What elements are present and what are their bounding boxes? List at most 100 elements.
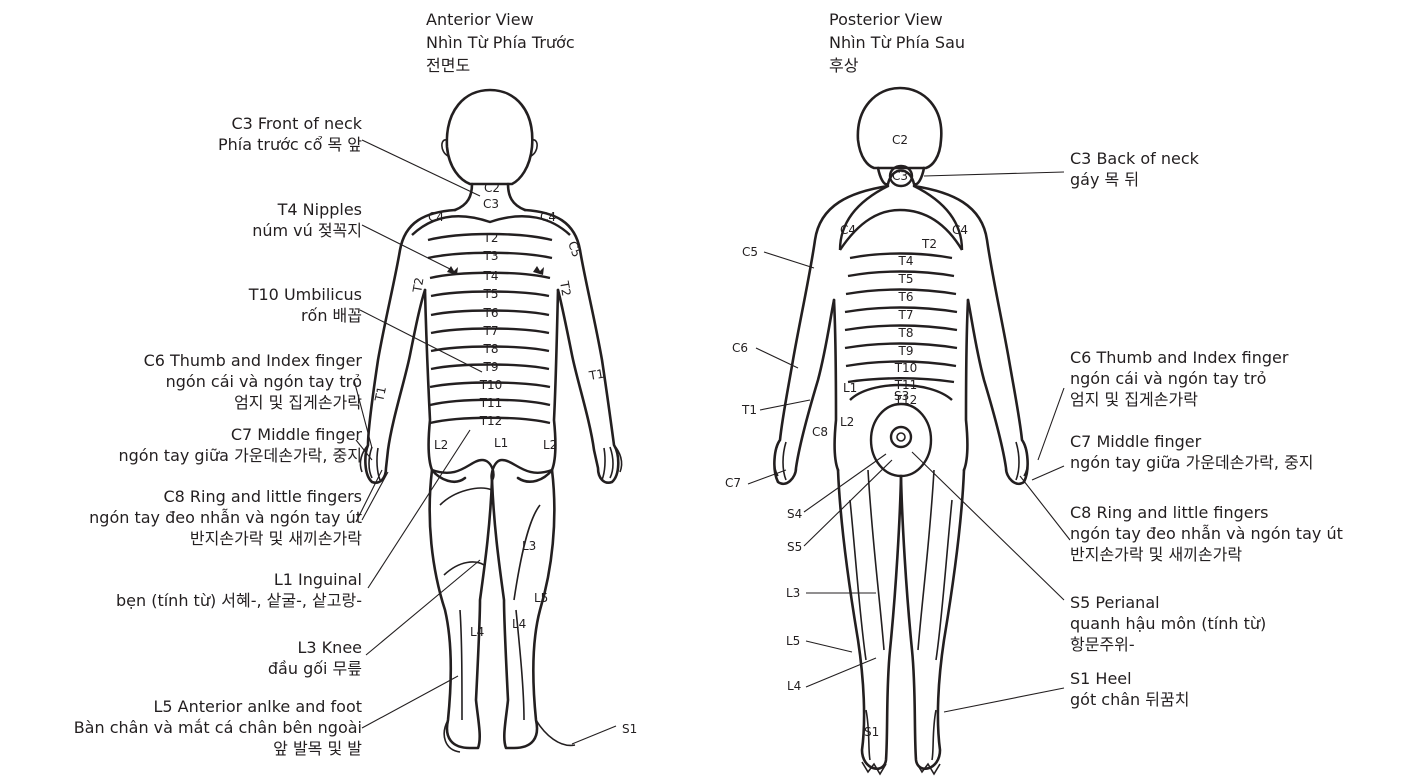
side-t1: T1 bbox=[741, 403, 757, 417]
seg-t1-right: T1 bbox=[587, 367, 605, 384]
l5-ankle-foot-line: Bàn chân và mắt cá chân bên ngoài bbox=[74, 718, 362, 737]
c7-middle-finger-line: C7 Middle finger bbox=[1070, 432, 1202, 451]
posterior-side-labels: C5 C6 T1 C7 S4 S5 L3 L5 L4 bbox=[725, 245, 802, 693]
band-label: T11 bbox=[894, 378, 918, 392]
seg-l4-left: L4 bbox=[470, 625, 484, 639]
c3-back-neck-line: C3 Back of neck bbox=[1070, 149, 1200, 168]
band-label: T4 bbox=[898, 254, 914, 268]
c3-back-neck-line: gáy 목 뒤 bbox=[1070, 170, 1139, 189]
s5-perianal-line: quanh hậu môn (tính từ) bbox=[1070, 614, 1266, 633]
c6-thumb-index-line: 엄지 및 집게손가락 bbox=[1070, 390, 1198, 409]
s1-heel-line: gót chân 뒤꿈치 bbox=[1070, 690, 1189, 709]
c8-ring-little-line: 반지손가락 및 새끼손가락 bbox=[1070, 545, 1242, 564]
c3-front-neck-line: Phía trước cổ 목 앞 bbox=[218, 135, 362, 154]
band-label: T12 bbox=[894, 393, 918, 407]
anterior-title: Anterior View Nhìn Từ Phía Trước 전면도 bbox=[426, 10, 575, 75]
s5-perianal-line: S5 Perianal bbox=[1070, 593, 1160, 612]
band-label: T9 bbox=[483, 360, 499, 374]
seg-s1: S1 bbox=[622, 722, 637, 736]
band-label: T12 bbox=[479, 414, 503, 428]
c6-thumb-index-line: ngón cái và ngón tay trỏ bbox=[1070, 369, 1266, 388]
c7-middle-finger-line: ngón tay giữa 가운데손가락, 중지 bbox=[118, 446, 362, 465]
s5-perianal-line: 항문주위- bbox=[1070, 635, 1135, 654]
seg-c4-left: C4 bbox=[428, 210, 444, 224]
seg-t1-left: T1 bbox=[372, 385, 389, 404]
seg-c3: C3 bbox=[483, 197, 499, 211]
seg-t2-left: T2 bbox=[410, 276, 427, 294]
posterior-title-en: Posterior View bbox=[829, 10, 943, 29]
side-c5: C5 bbox=[742, 245, 758, 259]
c8-ring-little-line: ngón tay đeo nhẫn và ngón tay út bbox=[89, 508, 362, 527]
l3-knee-line: đầu gối 무릎 bbox=[268, 659, 362, 678]
band-label: T8 bbox=[483, 342, 499, 356]
anterior-title-ko: 전면도 bbox=[426, 56, 470, 75]
posterior-title: Posterior View Nhìn Từ Phía Sau 후상 bbox=[829, 10, 965, 75]
t4-nipples-line: núm vú 젖꼭지 bbox=[252, 221, 362, 240]
side-c7: C7 bbox=[725, 476, 741, 490]
seg-l1: L1 bbox=[843, 381, 857, 395]
c8-ring-little-line: C8 Ring and little fingers bbox=[163, 487, 362, 506]
c8-ring-little-line: ngón tay đeo nhẫn và ngón tay út bbox=[1070, 524, 1343, 543]
band-label: T7 bbox=[483, 324, 499, 338]
side-l3: L3 bbox=[786, 586, 800, 600]
band-label: T5 bbox=[483, 287, 499, 301]
side-s5: S5 bbox=[787, 540, 802, 554]
seg-c4-left: C4 bbox=[840, 223, 856, 237]
band-label: T2 bbox=[483, 231, 499, 245]
seg-s1: S1 bbox=[864, 725, 879, 739]
seg-c8: C8 bbox=[812, 425, 828, 439]
l5-ankle-foot-line: 앞 발목 및 발 bbox=[273, 739, 362, 758]
s1-heel-line: S1 Heel bbox=[1070, 669, 1132, 688]
side-l5: L5 bbox=[786, 634, 800, 648]
seg-l4-right: L4 bbox=[512, 617, 526, 631]
seg-c4-right: C4 bbox=[952, 223, 968, 237]
band-label: T5 bbox=[898, 272, 914, 286]
band-label: T6 bbox=[483, 306, 499, 320]
seg-l5: L5 bbox=[534, 591, 548, 605]
side-c6: C6 bbox=[732, 341, 748, 355]
seg-c4-right: C4 bbox=[540, 210, 556, 224]
t10-umbilicus-line: rốn 배꼽 bbox=[301, 306, 362, 325]
band-label: T8 bbox=[898, 326, 914, 340]
posterior-title-vi: Nhìn Từ Phía Sau bbox=[829, 33, 965, 52]
seg-l3: L3 bbox=[522, 539, 536, 553]
anterior-title-vi: Nhìn Từ Phía Trước bbox=[426, 33, 575, 52]
t4-nipples-line: T4 Nipples bbox=[277, 200, 362, 219]
seg-l2-left: L2 bbox=[434, 438, 448, 452]
seg-l2: L2 bbox=[840, 415, 854, 429]
band-label: T11 bbox=[479, 396, 503, 410]
side-l4: L4 bbox=[787, 679, 801, 693]
c8-ring-little-line: C8 Ring and little fingers bbox=[1070, 503, 1269, 522]
band-label: T3 bbox=[483, 249, 499, 263]
anterior-title-en: Anterior View bbox=[426, 10, 534, 29]
c6-thumb-index-line: C6 Thumb and Index finger bbox=[144, 351, 363, 370]
seg-c2: C2 bbox=[892, 133, 908, 147]
band-label: T10 bbox=[479, 378, 503, 392]
l3-knee-line: L3 Knee bbox=[298, 638, 363, 657]
c6-thumb-index-line: C6 Thumb and Index finger bbox=[1070, 348, 1289, 367]
band-label: T10 bbox=[894, 361, 918, 375]
c8-ring-little-line: 반지손가락 및 새끼손가락 bbox=[190, 529, 362, 548]
seg-t2-right: T2 bbox=[557, 279, 574, 297]
l1-inguinal-line: bẹn (tính từ) 서혜-, 샅굴-, 샅고랑- bbox=[116, 591, 362, 610]
band-label: T9 bbox=[898, 344, 914, 358]
anterior-labels: C3 Front of neckPhía trước cổ 목 앞 T4 Nipp… bbox=[74, 114, 363, 758]
band-label: T7 bbox=[898, 308, 914, 322]
l1-inguinal-line: L1 Inguinal bbox=[274, 570, 362, 589]
c6-thumb-index-line: ngón cái và ngón tay trỏ bbox=[166, 372, 362, 391]
seg-l1: L1 bbox=[494, 436, 508, 450]
c7-middle-finger-line: C7 Middle finger bbox=[231, 425, 363, 444]
seg-c3: C3 bbox=[892, 169, 908, 183]
c3-front-neck-line: C3 Front of neck bbox=[231, 114, 362, 133]
band-label: T6 bbox=[898, 290, 914, 304]
posterior-labels: C3 Back of neck gáy 목 뒤 C6 Thumb and Index… bbox=[1070, 149, 1343, 709]
seg-l2-right: L2 bbox=[543, 438, 557, 452]
side-s4: S4 bbox=[787, 507, 802, 521]
seg-t2: T2 bbox=[921, 237, 937, 251]
l5-ankle-foot-line: L5 Anterior anlke and foot bbox=[153, 697, 362, 716]
band-label: T4 bbox=[483, 269, 499, 283]
c7-middle-finger-line: ngón tay giữa 가운데손가락, 중지 bbox=[1070, 453, 1314, 472]
seg-c2: C2 bbox=[484, 181, 500, 195]
